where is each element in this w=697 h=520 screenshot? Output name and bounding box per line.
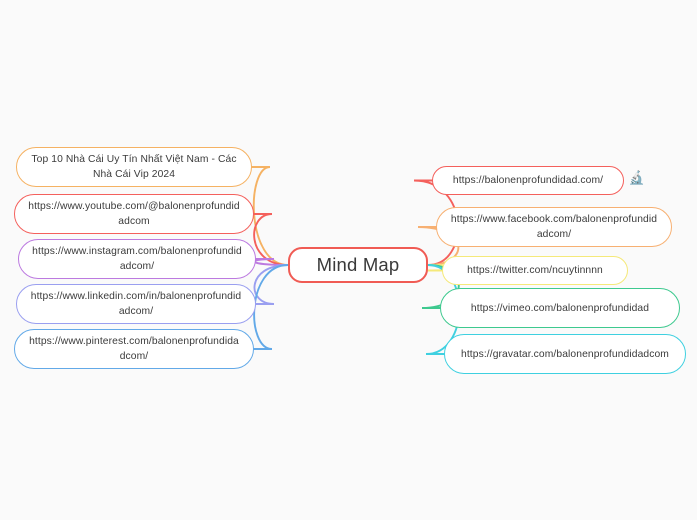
branch-node-label: https://balonenprofundidad.com/ (452, 175, 604, 186)
branch-node-vimeo[interactable]: https://vimeo.com/balonenprofundidad (440, 288, 680, 328)
branch-node-label: https://www.youtube.com/@balonenprofundi… (28, 201, 240, 227)
branch-node-top10[interactable]: Top 10 Nhà Cái Uy Tín Nhất Việt Nam - Cá… (16, 147, 252, 187)
branch-node-label: https://www.linkedin.com/in/balonenprofu… (30, 291, 242, 317)
connector-linkedin (253, 264, 289, 305)
branch-node-label: Top 10 Nhà Cái Uy Tín Nhất Việt Nam - Cá… (31, 154, 237, 180)
branch-node-pinterest[interactable]: https://www.pinterest.com/balonenprofund… (14, 329, 254, 369)
branch-node-label: https://www.instagram.com/balonenprofund… (32, 246, 242, 272)
branch-node-facebook[interactable]: https://www.facebook.com/balonenprofundi… (436, 207, 672, 247)
branch-node-label: https://www.pinterest.com/balonenprofund… (29, 336, 239, 362)
connector-pinterest (253, 264, 289, 350)
branch-node-youtube[interactable]: https://www.youtube.com/@balonenprofundi… (14, 194, 254, 234)
branch-node-label: https://twitter.com/ncuytinnnn (467, 265, 603, 276)
branch-node-twitter[interactable]: https://twitter.com/ncuytinnnn (442, 256, 628, 285)
branch-node-instagram[interactable]: https://www.instagram.com/balonenprofund… (18, 239, 256, 279)
branch-node-label: https://www.facebook.com/balonenprofundi… (450, 214, 658, 240)
connector-youtube (253, 213, 289, 266)
branch-node-label: https://vimeo.com/balonenprofundidad (470, 302, 650, 314)
branch-node-label: https://gravatar.com/balonenprofundidadc… (461, 348, 669, 360)
branch-node-website[interactable]: https://balonenprofundidad.com/ (432, 166, 624, 195)
microscope-emoji-icon: 🔬 (628, 170, 646, 185)
connector-top10 (251, 166, 289, 266)
center-node[interactable]: Mind Map (288, 247, 428, 283)
branch-node-gravatar[interactable]: https://gravatar.com/balonenprofundidadc… (444, 334, 686, 374)
branch-node-linkedin[interactable]: https://www.linkedin.com/in/balonenprofu… (16, 284, 256, 324)
center-node-label: Mind Map (316, 254, 400, 275)
